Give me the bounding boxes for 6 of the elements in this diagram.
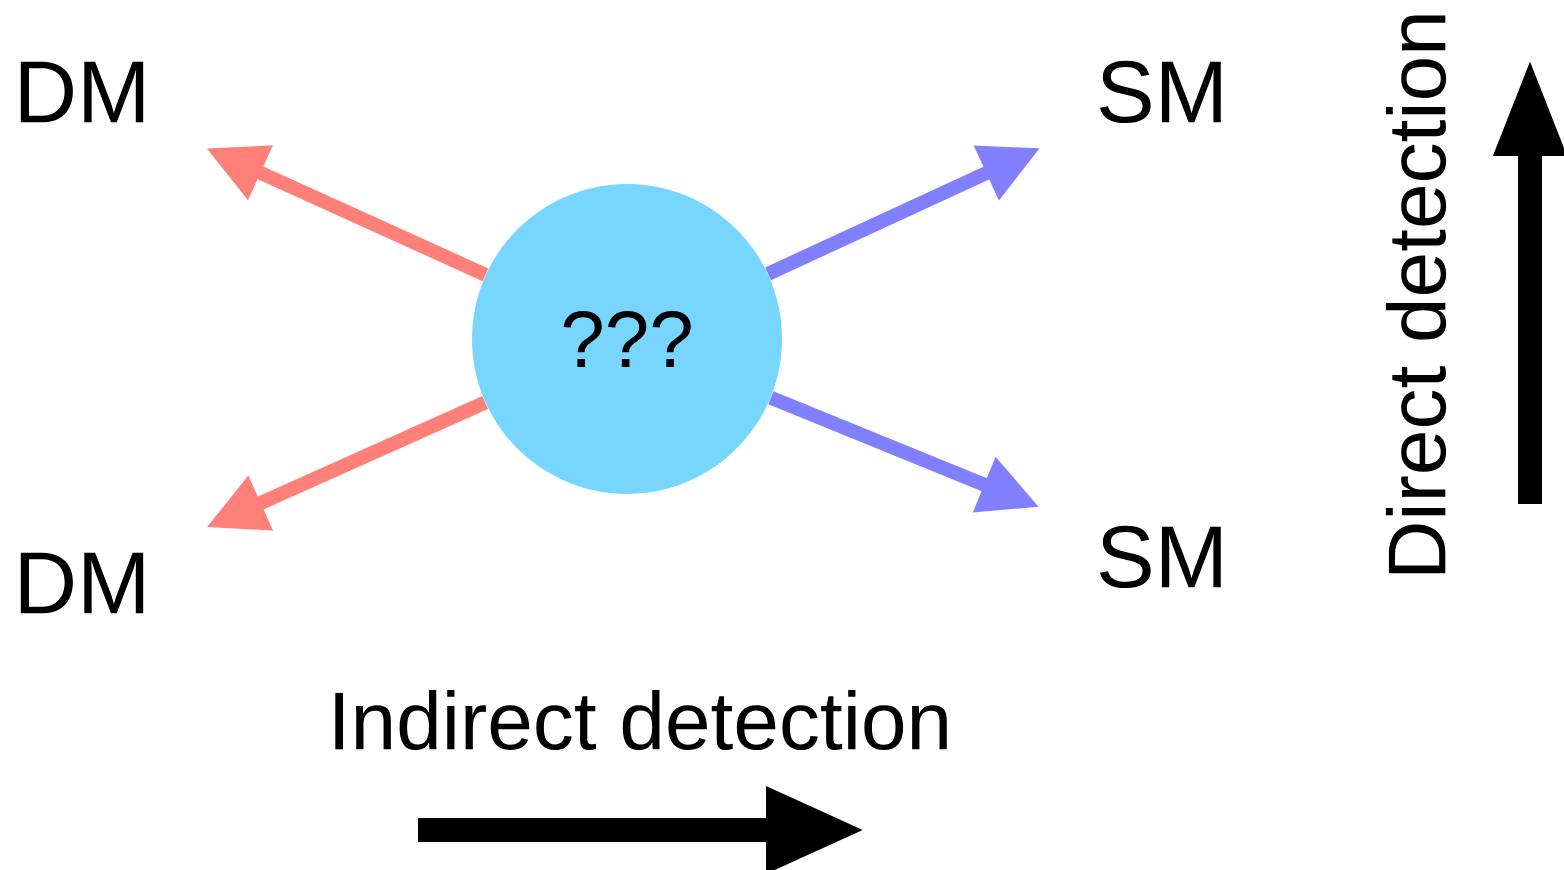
particle-label: DM	[20, 552, 144, 614]
axis-label: Indirect detection	[335, 689, 947, 751]
particle-label: SM	[1100, 60, 1221, 124]
particle-label: DM	[20, 61, 144, 123]
particle-label: SM	[1100, 525, 1221, 589]
axis-label: Direct detection	[1385, 15, 1447, 574]
